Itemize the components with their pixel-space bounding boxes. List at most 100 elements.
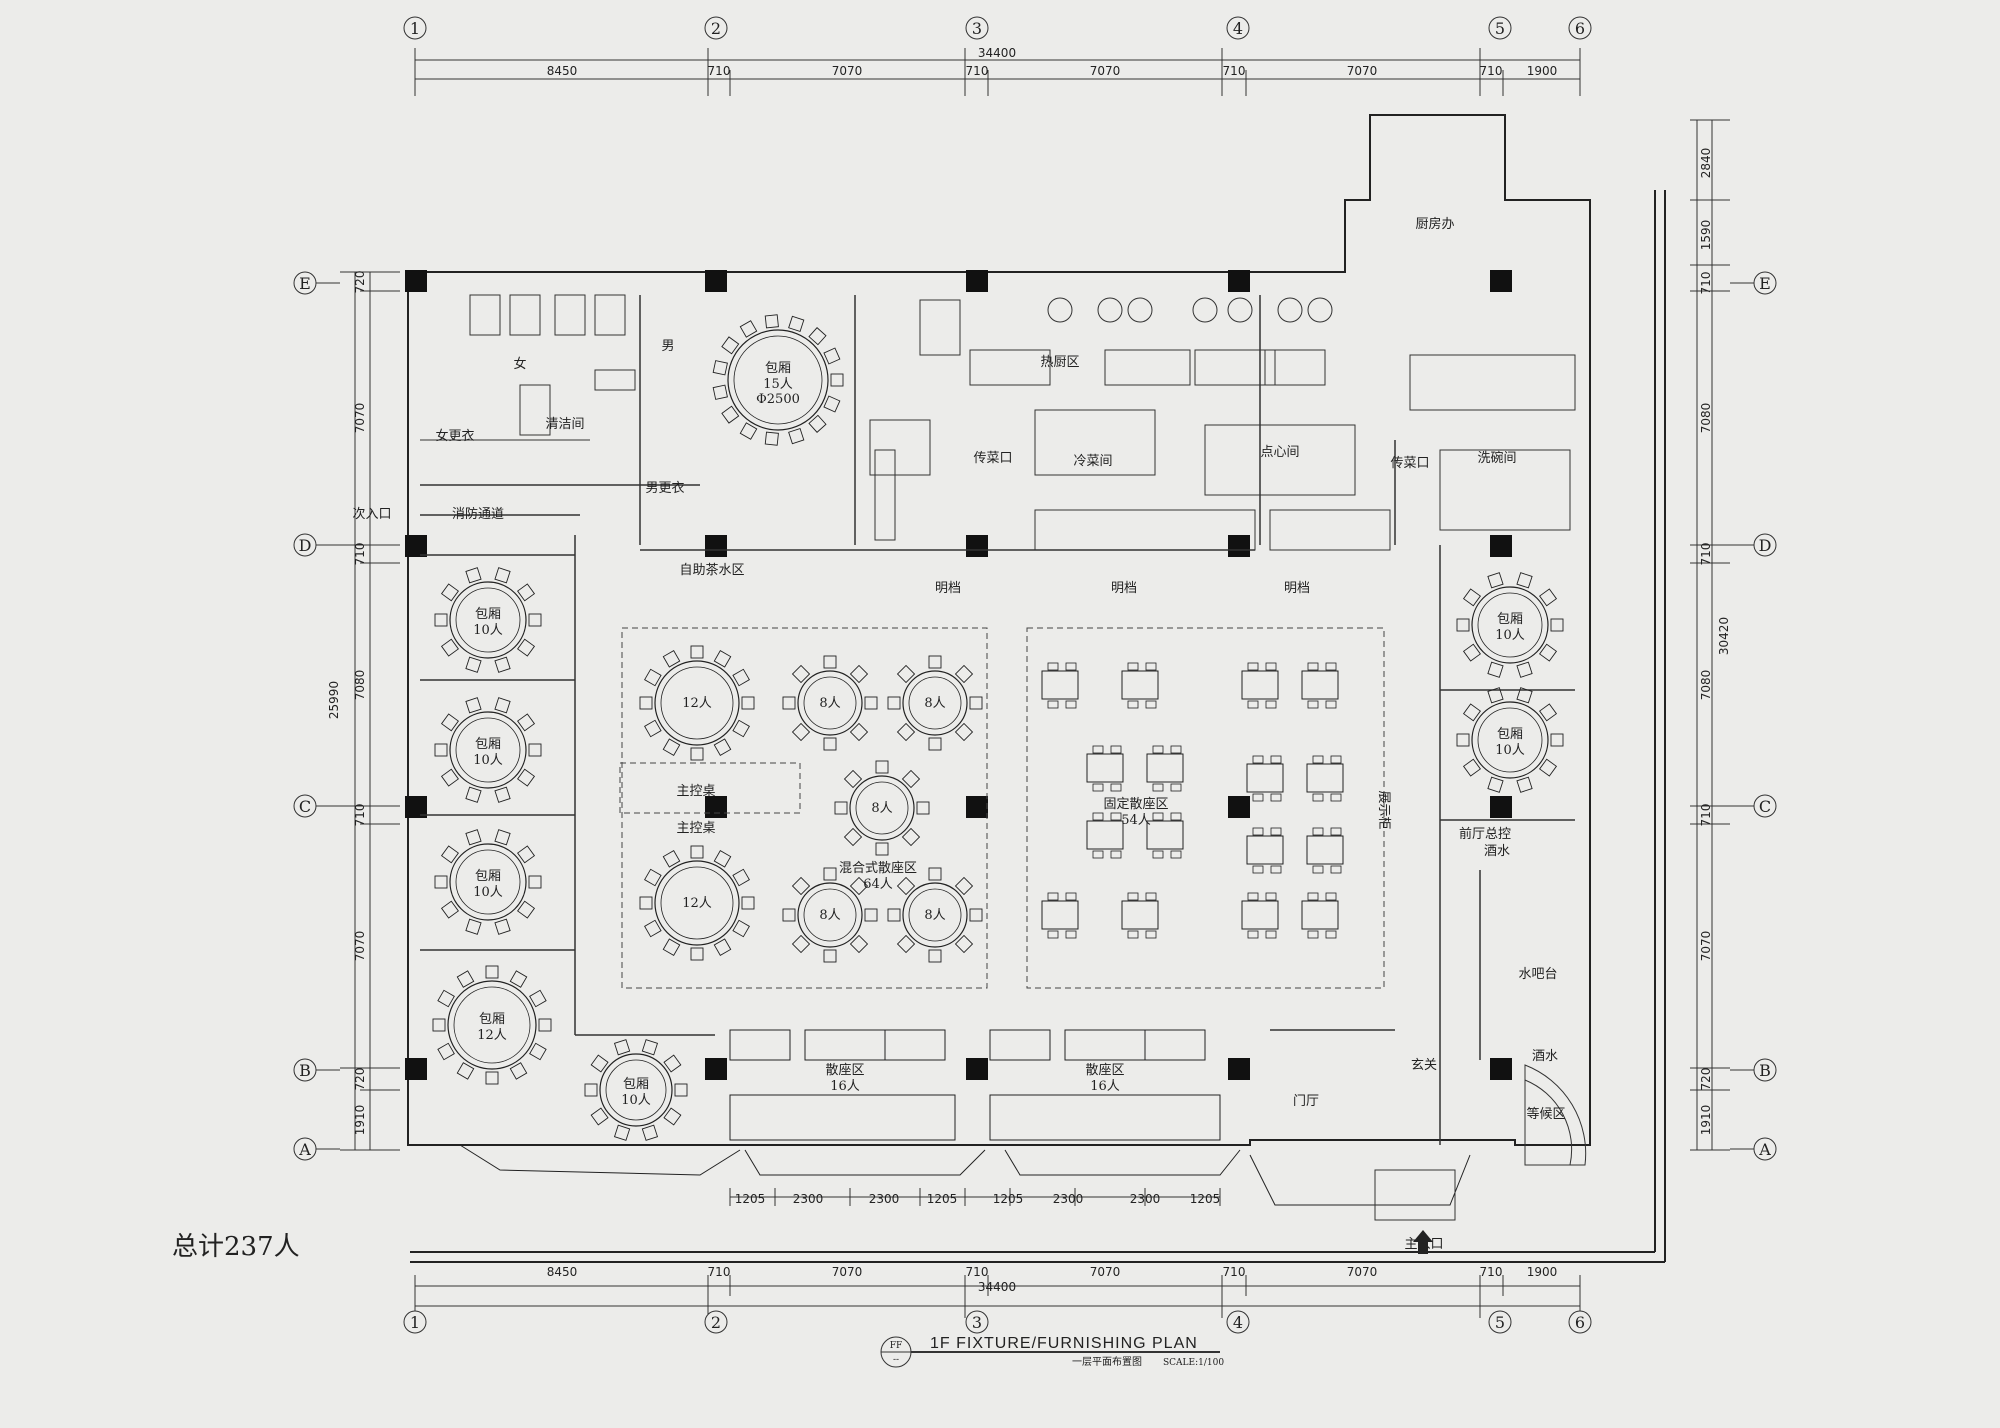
chair: [1047, 700, 1059, 709]
square-table: [1121, 670, 1159, 700]
chair: [712, 360, 728, 376]
chair: [864, 696, 878, 710]
chair: [529, 1042, 547, 1061]
chair: [1265, 892, 1277, 901]
chair: [788, 315, 805, 333]
square-table: [1241, 900, 1279, 930]
structural-columns: [405, 270, 1512, 1080]
round-table-inner: [660, 666, 734, 740]
table-label: 12人: [682, 896, 712, 911]
round-tables: 包厢10人包厢10人包厢10人包厢12人包厢10人包厢10人包厢10人12人12…: [432, 314, 1564, 1141]
top-dimension-labels: 8450 710 7070 710 7070 710 7070 710 1900…: [547, 46, 1558, 78]
chair: [690, 947, 704, 961]
chair: [843, 769, 863, 789]
chair: [928, 949, 942, 963]
chair: [834, 801, 848, 815]
chair: [434, 613, 448, 627]
label-private-15-name: 包厢: [765, 361, 791, 376]
chair: [1127, 892, 1139, 901]
square-table: [1086, 820, 1124, 850]
chair: [1252, 793, 1264, 802]
round-table-inner: [1477, 592, 1543, 658]
round-table: [902, 670, 968, 736]
label-male-changing: 男更衣: [645, 480, 684, 496]
chair: [434, 875, 448, 889]
dim-bottom-4: 710: [966, 1265, 989, 1279]
chair: [644, 919, 662, 938]
chair: [517, 900, 536, 919]
chair: [529, 989, 547, 1008]
dim-left-6: 7070: [353, 931, 367, 962]
round-table-inner: [803, 888, 857, 942]
chair: [440, 845, 459, 864]
chair: [641, 1039, 659, 1056]
chair: [465, 567, 482, 584]
dim-top-6: 710: [1223, 64, 1246, 78]
chair: [887, 908, 901, 922]
square-table: [1146, 753, 1184, 783]
chair: [1065, 700, 1077, 709]
chair: [690, 747, 704, 761]
chair: [1539, 758, 1558, 777]
grid-labels-left: E D C B A: [298, 274, 311, 1159]
round-table: [449, 581, 527, 659]
table-capacity: 10人: [473, 623, 503, 638]
chair: [1307, 930, 1319, 939]
chair: [1539, 643, 1558, 662]
round-table: [447, 980, 537, 1070]
chair: [1152, 745, 1164, 754]
label-main-entrance: 主入口: [1404, 1237, 1443, 1252]
grid-row-a-right: A: [1758, 1140, 1771, 1159]
label-private-15-size: Φ2500: [756, 392, 800, 407]
label-wine-1: 酒水: [1484, 844, 1510, 859]
chair: [1047, 930, 1059, 939]
chair: [1539, 703, 1558, 722]
chair: [1265, 930, 1277, 939]
label-waiting: 等候区: [1526, 1106, 1565, 1122]
chair: [662, 938, 681, 956]
table-capacity: 12人: [477, 1028, 507, 1043]
round-table-inner: [660, 866, 734, 940]
label-fixed-count: 54人: [1121, 813, 1151, 828]
round-table: [449, 711, 527, 789]
round-table-inner: [908, 676, 962, 730]
chair: [741, 696, 755, 710]
dim-front-2: 2300: [793, 1192, 824, 1206]
chair: [494, 567, 511, 584]
chair: [538, 1018, 552, 1032]
square-table: [1301, 670, 1339, 700]
chair: [528, 613, 542, 627]
chair: [590, 1107, 609, 1126]
dim-right-2: 1590: [1699, 220, 1713, 251]
dim-top-overall: 34400: [978, 46, 1016, 60]
table-label: 8人: [924, 696, 945, 711]
round-table: [654, 660, 740, 746]
interior-walls: [420, 295, 1575, 1145]
chair: [732, 919, 750, 938]
label-kitchen-wash: 洗碗间: [1477, 450, 1516, 466]
chair: [1152, 850, 1164, 859]
chair: [1065, 930, 1077, 939]
label-entrance: 玄关: [1411, 1058, 1437, 1073]
table-label: 包厢: [475, 607, 501, 622]
label-bar: 水吧台: [1518, 967, 1557, 982]
drawing-title-cn: 一层平面布置图: [1072, 1356, 1142, 1368]
chair: [1312, 755, 1324, 764]
chair: [732, 868, 750, 887]
chair: [1170, 850, 1182, 859]
label-tea-area: 自助茶水区: [679, 562, 744, 578]
title-badge-top: FF: [890, 1341, 903, 1351]
square-table: [1121, 900, 1159, 930]
dim-right-6: 7080: [1699, 670, 1713, 701]
dim-top-1: 8450: [547, 64, 578, 78]
dim-bottom-5: 7070: [1090, 1265, 1121, 1279]
dim-bottom-8: 710: [1480, 1265, 1503, 1279]
chair: [1462, 588, 1481, 607]
dim-left-8: 1910: [353, 1105, 367, 1136]
dim-bottom-6: 710: [1223, 1265, 1246, 1279]
dim-top-3: 7070: [832, 64, 863, 78]
title-block: FF -- 1F FIXTURE/FURNISHING PLAN 一层平面布置图…: [880, 1335, 1224, 1368]
dim-top-4: 710: [966, 64, 989, 78]
front-booths: [459, 1029, 1471, 1206]
grid-labels-bottom: 1 2 3 4 5 6: [410, 1313, 1585, 1332]
